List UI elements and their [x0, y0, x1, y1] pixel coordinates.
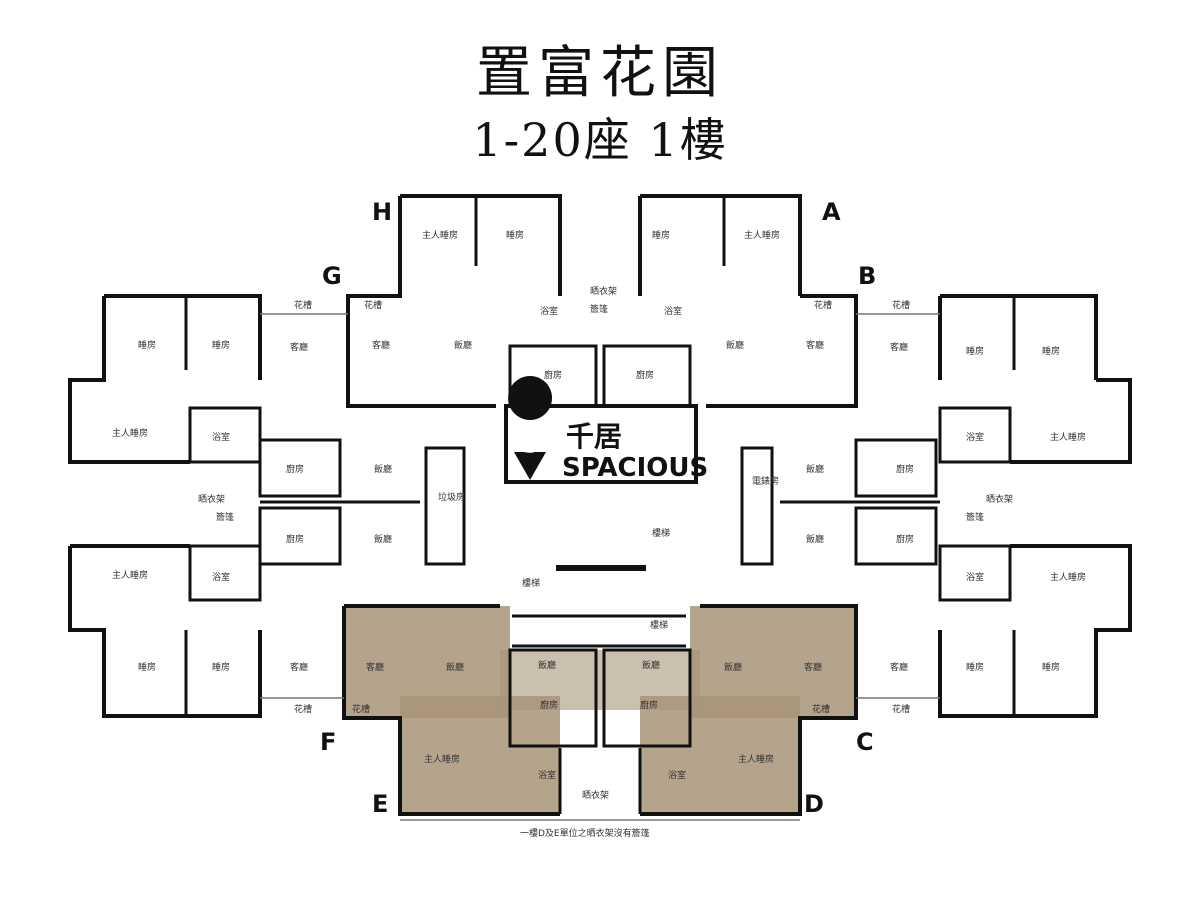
room-labels: 主人睡房 睡房 睡房 主人睡房 浴室 浴室 晒衣架 簷篷 花槽 花槽 客廳 飯廳… [112, 229, 1086, 801]
room-label: 飯廳 [454, 339, 472, 351]
unit-label-b: B [858, 262, 876, 290]
room-label: 廚房 [896, 463, 914, 475]
room-label: 浴室 [212, 571, 230, 583]
room-label: 客廳 [890, 661, 908, 673]
room-label: 花槽 [892, 703, 910, 715]
unit-label-a: A [822, 198, 841, 226]
room-label: 主人睡房 [112, 569, 148, 581]
room-label: 飯廳 [642, 659, 660, 671]
room-label: 飯廳 [724, 661, 742, 673]
room-label: 飯廳 [374, 463, 392, 475]
room-label: 垃圾房 [438, 491, 465, 503]
room-label: 客廳 [366, 661, 384, 673]
room-label: 浴室 [966, 571, 984, 583]
walls [68, 194, 1132, 816]
unit-label-g: G [322, 262, 342, 290]
highlighted-units [344, 606, 856, 814]
room-label: 飯廳 [806, 463, 824, 475]
room-label: 簷篷 [216, 511, 234, 523]
room-label: 睡房 [506, 229, 524, 241]
room-label: 浴室 [664, 305, 682, 317]
room-label: 廚房 [636, 369, 654, 381]
room-label: 主人睡房 [738, 753, 774, 765]
room-label: 花槽 [814, 299, 832, 311]
room-label: 主人睡房 [422, 229, 458, 241]
room-label: 主人睡房 [112, 427, 148, 439]
room-label: 廚房 [640, 699, 658, 711]
room-label: 睡房 [138, 661, 156, 673]
room-label: 客廳 [290, 661, 308, 673]
room-label: 睡房 [966, 661, 984, 673]
room-label: 簷篷 [590, 303, 608, 315]
room-label: 飯廳 [726, 339, 744, 351]
room-label: 客廳 [806, 339, 824, 351]
room-label: 廚房 [544, 369, 562, 381]
unit-label-e: E [372, 790, 388, 818]
room-label: 晒衣架 [590, 285, 617, 297]
room-label: 睡房 [138, 339, 156, 351]
room-label: 飯廳 [806, 533, 824, 545]
room-label: 廚房 [896, 533, 914, 545]
room-label: 樓梯 [522, 577, 540, 589]
room-label: 飯廳 [538, 659, 556, 671]
room-label: 花槽 [294, 299, 312, 311]
watermark-logo: S 千居 SPACIOUS [508, 376, 708, 483]
room-label: 浴室 [668, 769, 686, 781]
watermark-chinese: 千居 [566, 420, 622, 453]
room-label: 晒衣架 [582, 789, 609, 801]
room-label: 浴室 [540, 305, 558, 317]
floor-subtitle: 1-20座 1樓 [472, 113, 728, 167]
unit-labels: A B C D E F G H [320, 198, 876, 818]
room-label: 主人睡房 [1050, 571, 1086, 583]
room-label: 主人睡房 [424, 753, 460, 765]
room-label: 廚房 [540, 699, 558, 711]
room-label: 睡房 [212, 661, 230, 673]
room-label: 浴室 [212, 431, 230, 443]
room-label: 飯廳 [446, 661, 464, 673]
room-label: 廚房 [286, 533, 304, 545]
room-label: 花槽 [812, 703, 830, 715]
watermark-english: SPACIOUS [562, 453, 708, 483]
room-label: 睡房 [1042, 345, 1060, 357]
room-label: 花槽 [352, 703, 370, 715]
room-label: 客廳 [290, 341, 308, 353]
room-label: 晒衣架 [986, 493, 1013, 505]
room-label: 花槽 [892, 299, 910, 311]
footnote: 一樓D及E單位之晒衣架沒有簷篷 [520, 827, 650, 839]
room-label: 客廳 [890, 341, 908, 353]
room-label: 飯廳 [374, 533, 392, 545]
room-label: 主人睡房 [744, 229, 780, 241]
room-label: 電錶房 [752, 475, 779, 487]
room-label: 睡房 [212, 339, 230, 351]
room-label: 客廳 [804, 661, 822, 673]
unit-label-h: H [372, 198, 392, 226]
room-label: 浴室 [966, 431, 984, 443]
unit-label-c: C [856, 728, 874, 756]
room-label: 客廳 [372, 339, 390, 351]
room-label: 樓梯 [652, 527, 670, 539]
room-label: 花槽 [294, 703, 312, 715]
room-label: 樓梯 [650, 619, 668, 631]
logo-letter: S [520, 426, 540, 459]
room-label: 主人睡房 [1050, 431, 1086, 443]
room-label: 花槽 [364, 299, 382, 311]
unit-label-d: D [804, 790, 824, 818]
estate-title: 置富花園 [476, 41, 724, 106]
room-label: 晒衣架 [198, 493, 225, 505]
room-label: 簷篷 [966, 511, 984, 523]
room-label: 睡房 [1042, 661, 1060, 673]
room-label: 睡房 [652, 229, 670, 241]
room-label: 廚房 [286, 463, 304, 475]
room-label: 睡房 [966, 345, 984, 357]
room-label: 浴室 [538, 769, 556, 781]
unit-label-f: F [320, 728, 336, 756]
